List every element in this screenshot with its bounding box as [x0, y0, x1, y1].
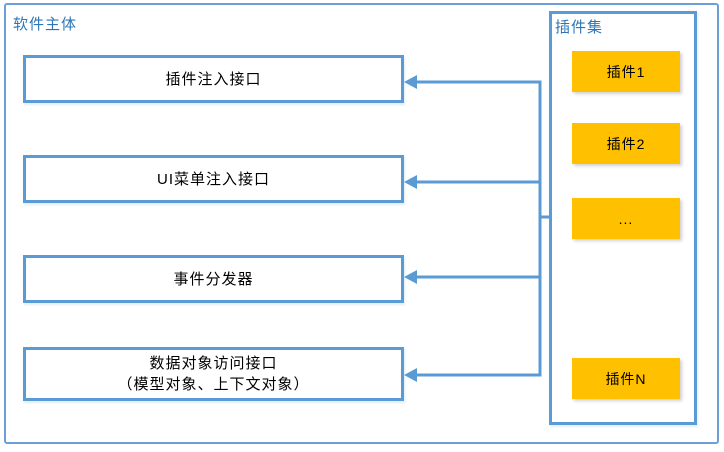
plugin-chip-1: 插件1 — [572, 51, 680, 92]
main-body-container: 软件主体 — [4, 3, 719, 444]
box-data-object-access-label-line2: （模型对象、上下文对象） — [117, 376, 310, 393]
plugin-chip-ellipsis-label: ... — [618, 210, 634, 227]
plugin-chip-2-label: 插件2 — [606, 135, 646, 152]
box-ui-menu-injection-interface: UI菜单注入接口 — [23, 155, 404, 203]
box-event-dispatcher: 事件分发器 — [23, 255, 404, 303]
main-body-label: 软件主体 — [13, 16, 78, 33]
plugin-set-container: 插件集 插件1 插件2 ... 插件N — [549, 11, 697, 425]
box-event-dispatcher-label: 事件分发器 — [173, 270, 254, 288]
box-data-object-access-label-line1: 数据对象访问接口 — [149, 355, 278, 372]
box-plugin-injection-interface: 插件注入接口 — [23, 55, 404, 103]
plugin-chip-n: 插件N — [572, 358, 680, 399]
box-plugin-injection-label: 插件注入接口 — [165, 70, 262, 88]
plugin-chip-2: 插件2 — [572, 123, 680, 164]
plugin-chip-n-label: 插件N — [605, 370, 647, 387]
plugin-chip-ellipsis: ... — [572, 198, 680, 239]
box-ui-menu-injection-label: UI菜单注入接口 — [156, 170, 270, 188]
box-data-object-access-interface: 数据对象访问接口 （模型对象、上下文对象） — [23, 347, 404, 401]
plugin-chip-1-label: 插件1 — [606, 63, 646, 80]
plugin-set-label: 插件集 — [555, 19, 604, 36]
